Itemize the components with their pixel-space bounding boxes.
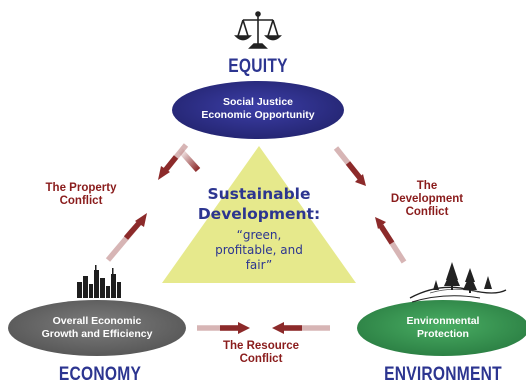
equity-title: EQUITY — [228, 56, 288, 77]
environment-title: ENVIRONMENT — [384, 364, 502, 385]
center-quote-line-2: profitable, and — [215, 243, 303, 257]
development-conflict-label: The Development Conflict — [372, 180, 482, 219]
economy-line-1: Overall Economic — [52, 315, 142, 327]
economy-line-2: Growth and Efficiency — [41, 328, 153, 340]
center-title-line-2: Development: — [197, 205, 321, 223]
property-arrow-upper — [158, 143, 189, 180]
development-conflict-line-1: The — [416, 180, 438, 192]
resource-arrow-right — [197, 322, 250, 334]
property-conflict-line-1: The Property — [45, 182, 117, 194]
environment-line-1: Environmental — [406, 315, 480, 327]
landscape-trees-icon — [409, 262, 507, 303]
center-triangle — [162, 146, 356, 283]
scales-of-justice-icon — [234, 11, 282, 49]
equity-ellipse — [172, 81, 344, 139]
resource-conflict-line-2: Conflict — [239, 353, 283, 365]
center-quote-line-3: fair” — [245, 258, 273, 272]
center-title-line-1: Sustainable — [207, 185, 311, 203]
resource-conflict-line-1: The Resource — [222, 340, 300, 352]
center-quote-line-1: “green, — [236, 228, 282, 242]
economy-title: ECONOMY — [58, 364, 142, 385]
development-conflict-line-2: Development — [390, 193, 464, 205]
equity-line-2: Economic Opportunity — [201, 109, 315, 121]
economy-ellipse-text: Overall Economic Growth and Efficiency — [17, 315, 177, 341]
equity-line-1: Social Justice — [222, 96, 294, 108]
property-conflict-line-2: Conflict — [59, 195, 103, 207]
property-conflict-arrows — [170, 147, 201, 173]
resource-arrow-left — [272, 322, 330, 334]
environment-ellipse-text: Environmental Protection — [363, 315, 523, 341]
development-conflict-line-3: Conflict — [405, 206, 449, 218]
city-skyline-icon — [77, 265, 121, 298]
property-conflict-label: The Property Conflict — [26, 182, 136, 208]
center-quote: “green, profitable, and fair” — [199, 228, 319, 273]
environment-ellipse — [357, 300, 526, 356]
economy-ellipse — [8, 300, 186, 356]
equity-ellipse-text: Social Justice Economic Opportunity — [178, 96, 338, 122]
property-arrow-lower — [105, 213, 147, 262]
development-arrow-upper — [333, 146, 366, 186]
environment-line-2: Protection — [417, 328, 469, 340]
development-arrow-lower — [375, 217, 407, 264]
center-title: Sustainable Development: — [179, 184, 339, 224]
resource-conflict-label: The Resource Conflict — [206, 340, 316, 366]
